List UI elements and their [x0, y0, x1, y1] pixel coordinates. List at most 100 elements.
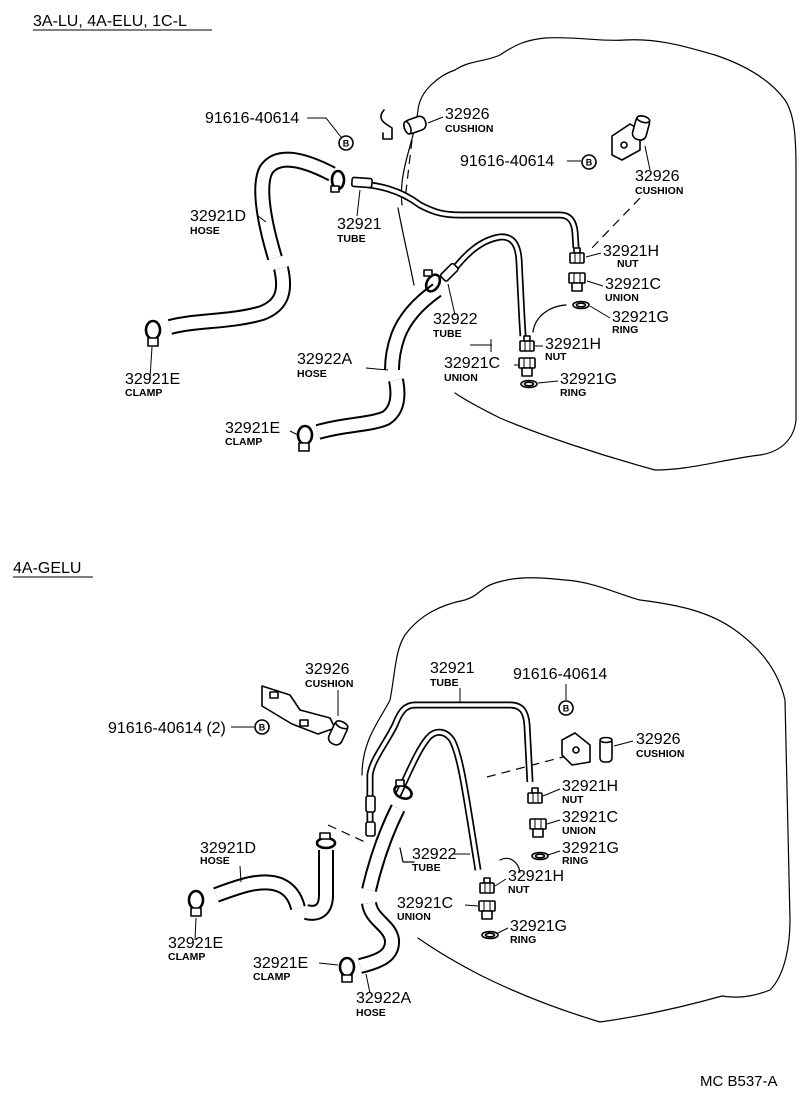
svg-text:RING: RING — [560, 387, 586, 399]
callout-32921c-union-upper: 32921C UNION — [562, 809, 618, 837]
svg-text:B: B — [259, 723, 266, 733]
ring-32921g — [520, 379, 538, 389]
nut-32921h — [527, 787, 543, 804]
dashed-reference-line — [589, 197, 641, 251]
hose-32921d — [170, 160, 332, 327]
clamp — [296, 424, 314, 452]
svg-text:NUT: NUT — [617, 258, 639, 270]
nut-32921h — [479, 877, 495, 894]
svg-text:UNION: UNION — [562, 825, 596, 837]
svg-text:32921E: 32921E — [125, 371, 180, 388]
svg-text:32921C: 32921C — [444, 355, 500, 372]
bracket-edge — [499, 857, 521, 873]
callout-91616-40614-right: 91616-40614 — [513, 666, 607, 683]
callout-91616-40614-left: 91616-40614 — [205, 110, 299, 127]
tube-fitting — [439, 262, 459, 282]
svg-text:CUSHION: CUSHION — [445, 123, 493, 135]
svg-text:32921C: 32921C — [605, 276, 661, 293]
leader-lines — [194, 684, 634, 994]
callout-32921e-clamp-left: 32921E CLAMP — [125, 371, 180, 399]
callout-32921e-clamp-right: 32921E CLAMP — [253, 955, 308, 983]
svg-text:NUT: NUT — [545, 351, 567, 363]
dashed-reference-line — [404, 139, 413, 201]
svg-text:32921G: 32921G — [562, 840, 619, 857]
svg-text:RING: RING — [562, 855, 588, 867]
svg-text:TUBE: TUBE — [337, 233, 366, 245]
cushion-32926 — [631, 115, 651, 141]
tube-32921 — [352, 183, 576, 248]
svg-text:CUSHION: CUSHION — [305, 678, 353, 690]
svg-text:91616-40614: 91616-40614 — [205, 110, 299, 127]
svg-text:CLAMP: CLAMP — [253, 971, 290, 983]
svg-text:CLAMP: CLAMP — [168, 951, 205, 963]
svg-text:32921H: 32921H — [508, 868, 564, 885]
svg-text:32926: 32926 — [445, 106, 490, 123]
nut-32921h — [569, 247, 585, 264]
callout-32921e-clamp-left: 32921E CLAMP — [168, 935, 223, 963]
dashed-reference-line — [486, 756, 564, 778]
ring-32921g — [572, 300, 590, 310]
svg-text:RING: RING — [612, 324, 638, 336]
svg-text:32921H: 32921H — [545, 336, 601, 353]
bracket-edge — [399, 847, 415, 863]
callout-91616-40614-right: 91616-40614 — [460, 153, 554, 170]
callout-32922a-hose: 32922A HOSE — [356, 990, 411, 1019]
clamp — [187, 889, 205, 917]
tube-fitting — [351, 176, 373, 189]
callout-32926-cushion-right: 32926 CUSHION — [635, 168, 683, 197]
callout-32926-cushion-left: 32926 CUSHION — [445, 106, 493, 135]
tube-fitting — [365, 795, 376, 813]
callout-32921g-ring-upper: 32921G RING — [612, 309, 669, 336]
svg-text:B: B — [343, 139, 350, 149]
svg-text:HOSE: HOSE — [200, 855, 230, 867]
svg-text:32921E: 32921E — [225, 420, 280, 437]
svg-text:32926: 32926 — [305, 661, 350, 678]
bracket-edge — [532, 304, 567, 333]
svg-text:32921H: 32921H — [603, 243, 659, 260]
svg-text:CLAMP: CLAMP — [125, 387, 162, 399]
svg-text:32921H: 32921H — [562, 778, 618, 795]
svg-text:32921G: 32921G — [510, 918, 567, 935]
svg-text:UNION: UNION — [605, 292, 639, 304]
svg-text:32921G: 32921G — [560, 371, 617, 388]
callout-32921h-nut-lower: 32921H NUT — [545, 336, 601, 363]
svg-text:32921G: 32921G — [612, 309, 669, 326]
bolt-symbol-icon: B — [558, 700, 574, 716]
clamp — [393, 779, 413, 800]
callout-91616-40614-left: 91616-40614(2) — [108, 720, 226, 737]
union-32921c — [518, 357, 536, 377]
section-title: 4A-GELU — [13, 560, 81, 577]
callout-32922-tube: 32922 TUBE — [412, 846, 457, 874]
section-title: 3A-LU, 4A-ELU, 1C-L — [33, 13, 187, 30]
callout-32921c-union-lower: 32921C UNION — [397, 895, 453, 923]
bracket-hole — [299, 719, 309, 727]
callout-32922a-hose: 32922A HOSE — [297, 351, 352, 380]
svg-text:32921C: 32921C — [397, 895, 453, 912]
svg-text:HOSE: HOSE — [190, 225, 220, 237]
hose-32921d — [216, 850, 326, 913]
engine-outline — [361, 577, 791, 1023]
bracket-hole — [572, 746, 580, 754]
svg-text:UNION: UNION — [397, 911, 431, 923]
callout-32921e-clamp-lower: 32921E CLAMP — [225, 420, 280, 448]
nut-32921h — [519, 335, 535, 352]
section-1: 3A-LU, 4A-ELU, 1C-L — [33, 13, 797, 471]
callout-32921h-nut-upper: 32921H NUT — [562, 778, 618, 806]
clamp — [144, 319, 162, 347]
ring-32921g — [481, 930, 499, 940]
callout-32926-cushion-right: 32926 CUSHION — [636, 731, 684, 760]
svg-text:TUBE: TUBE — [430, 677, 459, 689]
svg-text:HOSE: HOSE — [356, 1007, 386, 1019]
callout-32921c-union-lower: 32921C UNION — [444, 355, 500, 384]
tube-fitting — [365, 821, 376, 837]
dashed-reference-line — [327, 824, 366, 843]
cushion-32926 — [599, 736, 613, 763]
bracket-clip — [380, 109, 393, 140]
clamp — [338, 956, 356, 983]
svg-text:32921E: 32921E — [168, 935, 223, 952]
callout-32921d-hose: 32921D HOSE — [200, 840, 256, 867]
engine-edge — [397, 207, 415, 286]
svg-text:CLAMP: CLAMP — [225, 436, 262, 448]
union-32921c — [478, 900, 496, 920]
svg-text:91616-40614(2): 91616-40614(2) — [108, 720, 226, 737]
